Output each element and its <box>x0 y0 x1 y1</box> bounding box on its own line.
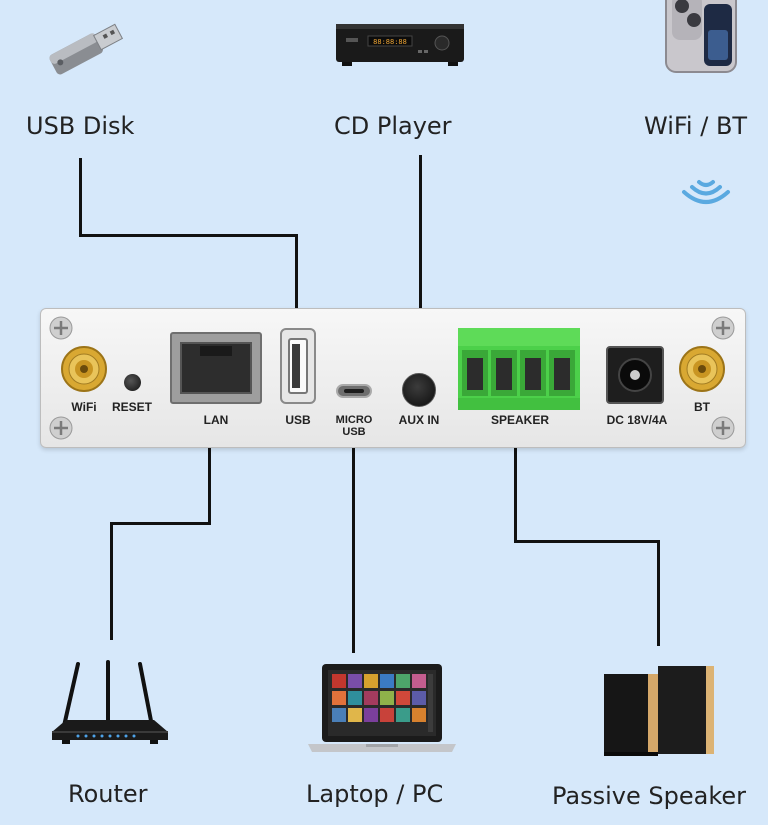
usb-label: USB <box>285 413 311 427</box>
bt-antenna-connector-icon <box>679 346 725 392</box>
aux-in-jack[interactable] <box>402 373 436 407</box>
passive-speaker-label: Passive Speaker <box>552 782 746 810</box>
lan-label: LAN <box>203 413 229 427</box>
usb-disk-icon <box>49 23 124 75</box>
speaker-connector <box>514 440 517 542</box>
micro-usb-label-line1: MICRO <box>335 414 373 426</box>
screw-icon <box>49 316 73 340</box>
wireless-signal-icon <box>682 180 730 204</box>
screw-icon <box>711 416 735 440</box>
usb-port[interactable] <box>280 328 316 404</box>
screw-icon <box>711 316 735 340</box>
wifi-antenna-connector-icon <box>61 346 107 392</box>
screw-icon <box>49 416 73 440</box>
bt-port-label: BT <box>694 400 710 414</box>
wifi-port-label: WiFi <box>71 400 97 414</box>
lan-connector <box>110 522 211 525</box>
lan-connector <box>208 440 211 524</box>
reset-button[interactable] <box>124 374 141 391</box>
micro-usb-port[interactable] <box>336 384 372 398</box>
dc-power-label: DC 18V/4A <box>606 413 668 427</box>
wifi-bt-label: WiFi / BT <box>644 112 748 140</box>
cd-player-label: CD Player <box>334 112 452 140</box>
phone-icon <box>665 0 737 73</box>
usb-disk-connector <box>295 234 298 310</box>
router-icon <box>52 660 168 744</box>
cd-player-icon: 88:88:88 <box>336 24 464 66</box>
speaker-terminal-block[interactable] <box>458 328 580 410</box>
cd-player-connector <box>419 155 422 355</box>
cd-display-text: 88:88:88 <box>373 38 407 46</box>
lan-port[interactable] <box>170 332 262 404</box>
micro-usb-label-line2: USB <box>342 426 366 438</box>
passive-speaker-icon <box>604 666 714 756</box>
usb-disk-connector <box>79 234 298 237</box>
usb-disk-connector <box>79 158 82 236</box>
usb-disk-label: USB Disk <box>26 112 135 140</box>
micro-usb-connector <box>352 440 355 653</box>
speaker-connector <box>657 540 660 646</box>
lan-connector <box>110 522 113 640</box>
laptop-label: Laptop / PC <box>306 780 444 808</box>
reset-label: RESET <box>111 400 152 414</box>
laptop-icon <box>308 664 456 752</box>
speaker-connector <box>514 540 660 543</box>
dc-power-jack[interactable] <box>606 346 664 404</box>
speaker-terminal-label: SPEAKER <box>490 413 549 427</box>
router-label: Router <box>68 780 148 808</box>
aux-in-label: AUX IN <box>398 413 440 427</box>
